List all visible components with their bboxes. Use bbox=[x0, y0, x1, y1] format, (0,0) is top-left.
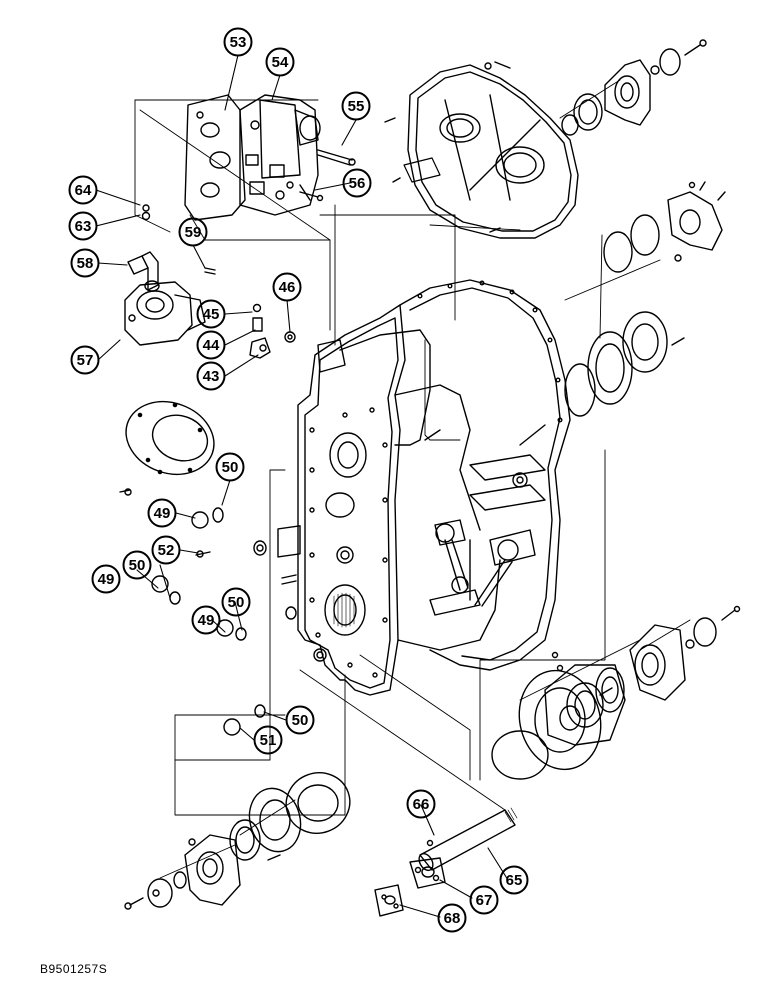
callout-58: 58 bbox=[77, 255, 94, 272]
part-43-46-fittings bbox=[249, 303, 296, 359]
callout-50: 50 bbox=[228, 594, 245, 611]
callout-49-circle bbox=[147, 498, 177, 528]
callout-54: 54 bbox=[272, 54, 289, 71]
part-53-gasket bbox=[184, 94, 246, 221]
callout-66-circle bbox=[406, 789, 436, 819]
right-upper-flange bbox=[603, 181, 726, 273]
callout-52: 52 bbox=[158, 542, 175, 559]
callout-56-circle bbox=[342, 168, 372, 198]
top-right-seal-stack bbox=[561, 39, 707, 136]
callout-54-circle bbox=[265, 47, 295, 77]
part-54-control-valve bbox=[239, 94, 321, 216]
callout-44-circle bbox=[196, 330, 226, 360]
callout-55: 55 bbox=[348, 98, 365, 115]
callout-49-circle bbox=[91, 564, 121, 594]
left-round-cover bbox=[119, 400, 215, 496]
part-57-pump bbox=[124, 281, 206, 346]
callout-53-circle bbox=[223, 27, 253, 57]
callout-53: 53 bbox=[230, 34, 247, 51]
right-middle-seal-stack bbox=[564, 311, 685, 417]
callout-45-circle bbox=[196, 299, 226, 329]
callout-51-circle bbox=[253, 725, 283, 755]
main-housing bbox=[253, 279, 571, 696]
callout-59: 59 bbox=[185, 224, 202, 241]
callout-43-circle bbox=[196, 361, 226, 391]
callout-64-circle bbox=[68, 175, 98, 205]
callout-57: 57 bbox=[77, 352, 94, 369]
callout-50-circle bbox=[285, 705, 315, 735]
callout-46: 46 bbox=[279, 279, 296, 296]
callout-63-circle bbox=[68, 211, 98, 241]
callout-46-circle bbox=[272, 272, 302, 302]
callout-49-circle bbox=[191, 605, 221, 635]
leader-lines bbox=[95, 54, 509, 918]
callout-67-circle bbox=[469, 885, 499, 915]
callout-52-circle bbox=[151, 535, 181, 565]
callout-68-circle bbox=[437, 903, 467, 933]
callout-50-circle bbox=[215, 452, 245, 482]
callout-59-circle bbox=[178, 217, 208, 247]
rear-cover-plate bbox=[384, 61, 579, 239]
part-63-64-fasteners bbox=[141, 204, 151, 221]
callout-56: 56 bbox=[349, 175, 366, 192]
callout-67: 67 bbox=[476, 892, 493, 909]
callout-58-circle bbox=[70, 248, 100, 278]
callout-50: 50 bbox=[129, 557, 146, 574]
callout-65: 65 bbox=[506, 872, 523, 889]
callout-49: 49 bbox=[198, 612, 215, 629]
callout-50-circle bbox=[221, 587, 251, 617]
part-59-pin bbox=[204, 267, 216, 275]
callout-numbers: 53 54 55 56 64 63 59 58 57 45 46 44 43 5… bbox=[75, 34, 523, 927]
callout-50: 50 bbox=[292, 712, 309, 729]
callout-66: 66 bbox=[413, 796, 430, 813]
callout-68: 68 bbox=[444, 910, 461, 927]
assembly-lines bbox=[134, 79, 691, 879]
callout-44: 44 bbox=[203, 337, 220, 354]
callout-43: 43 bbox=[203, 368, 220, 385]
callout-50-circle bbox=[122, 550, 152, 580]
callout-50: 50 bbox=[222, 459, 239, 476]
callout-49: 49 bbox=[154, 505, 171, 522]
callout-65-circle bbox=[499, 865, 529, 895]
callout-64: 64 bbox=[75, 182, 92, 199]
housing-bolts bbox=[309, 280, 563, 678]
callout-bubbles bbox=[68, 27, 529, 933]
callout-57-circle bbox=[70, 345, 100, 375]
callout-51: 51 bbox=[260, 732, 277, 749]
left-plugs bbox=[151, 507, 266, 736]
callout-45: 45 bbox=[203, 306, 220, 323]
drawing-reference-code: B9501257S bbox=[40, 962, 108, 976]
part-55-bolt bbox=[317, 149, 356, 166]
callout-63: 63 bbox=[75, 218, 92, 235]
part-56-bolt bbox=[299, 191, 324, 202]
lower-left-flange-stack bbox=[124, 772, 351, 910]
lower-right-flange-stack bbox=[491, 605, 741, 780]
callout-55-circle bbox=[341, 91, 371, 121]
parts-65-68-tube-assembly bbox=[374, 807, 518, 917]
callout-49: 49 bbox=[98, 571, 115, 588]
